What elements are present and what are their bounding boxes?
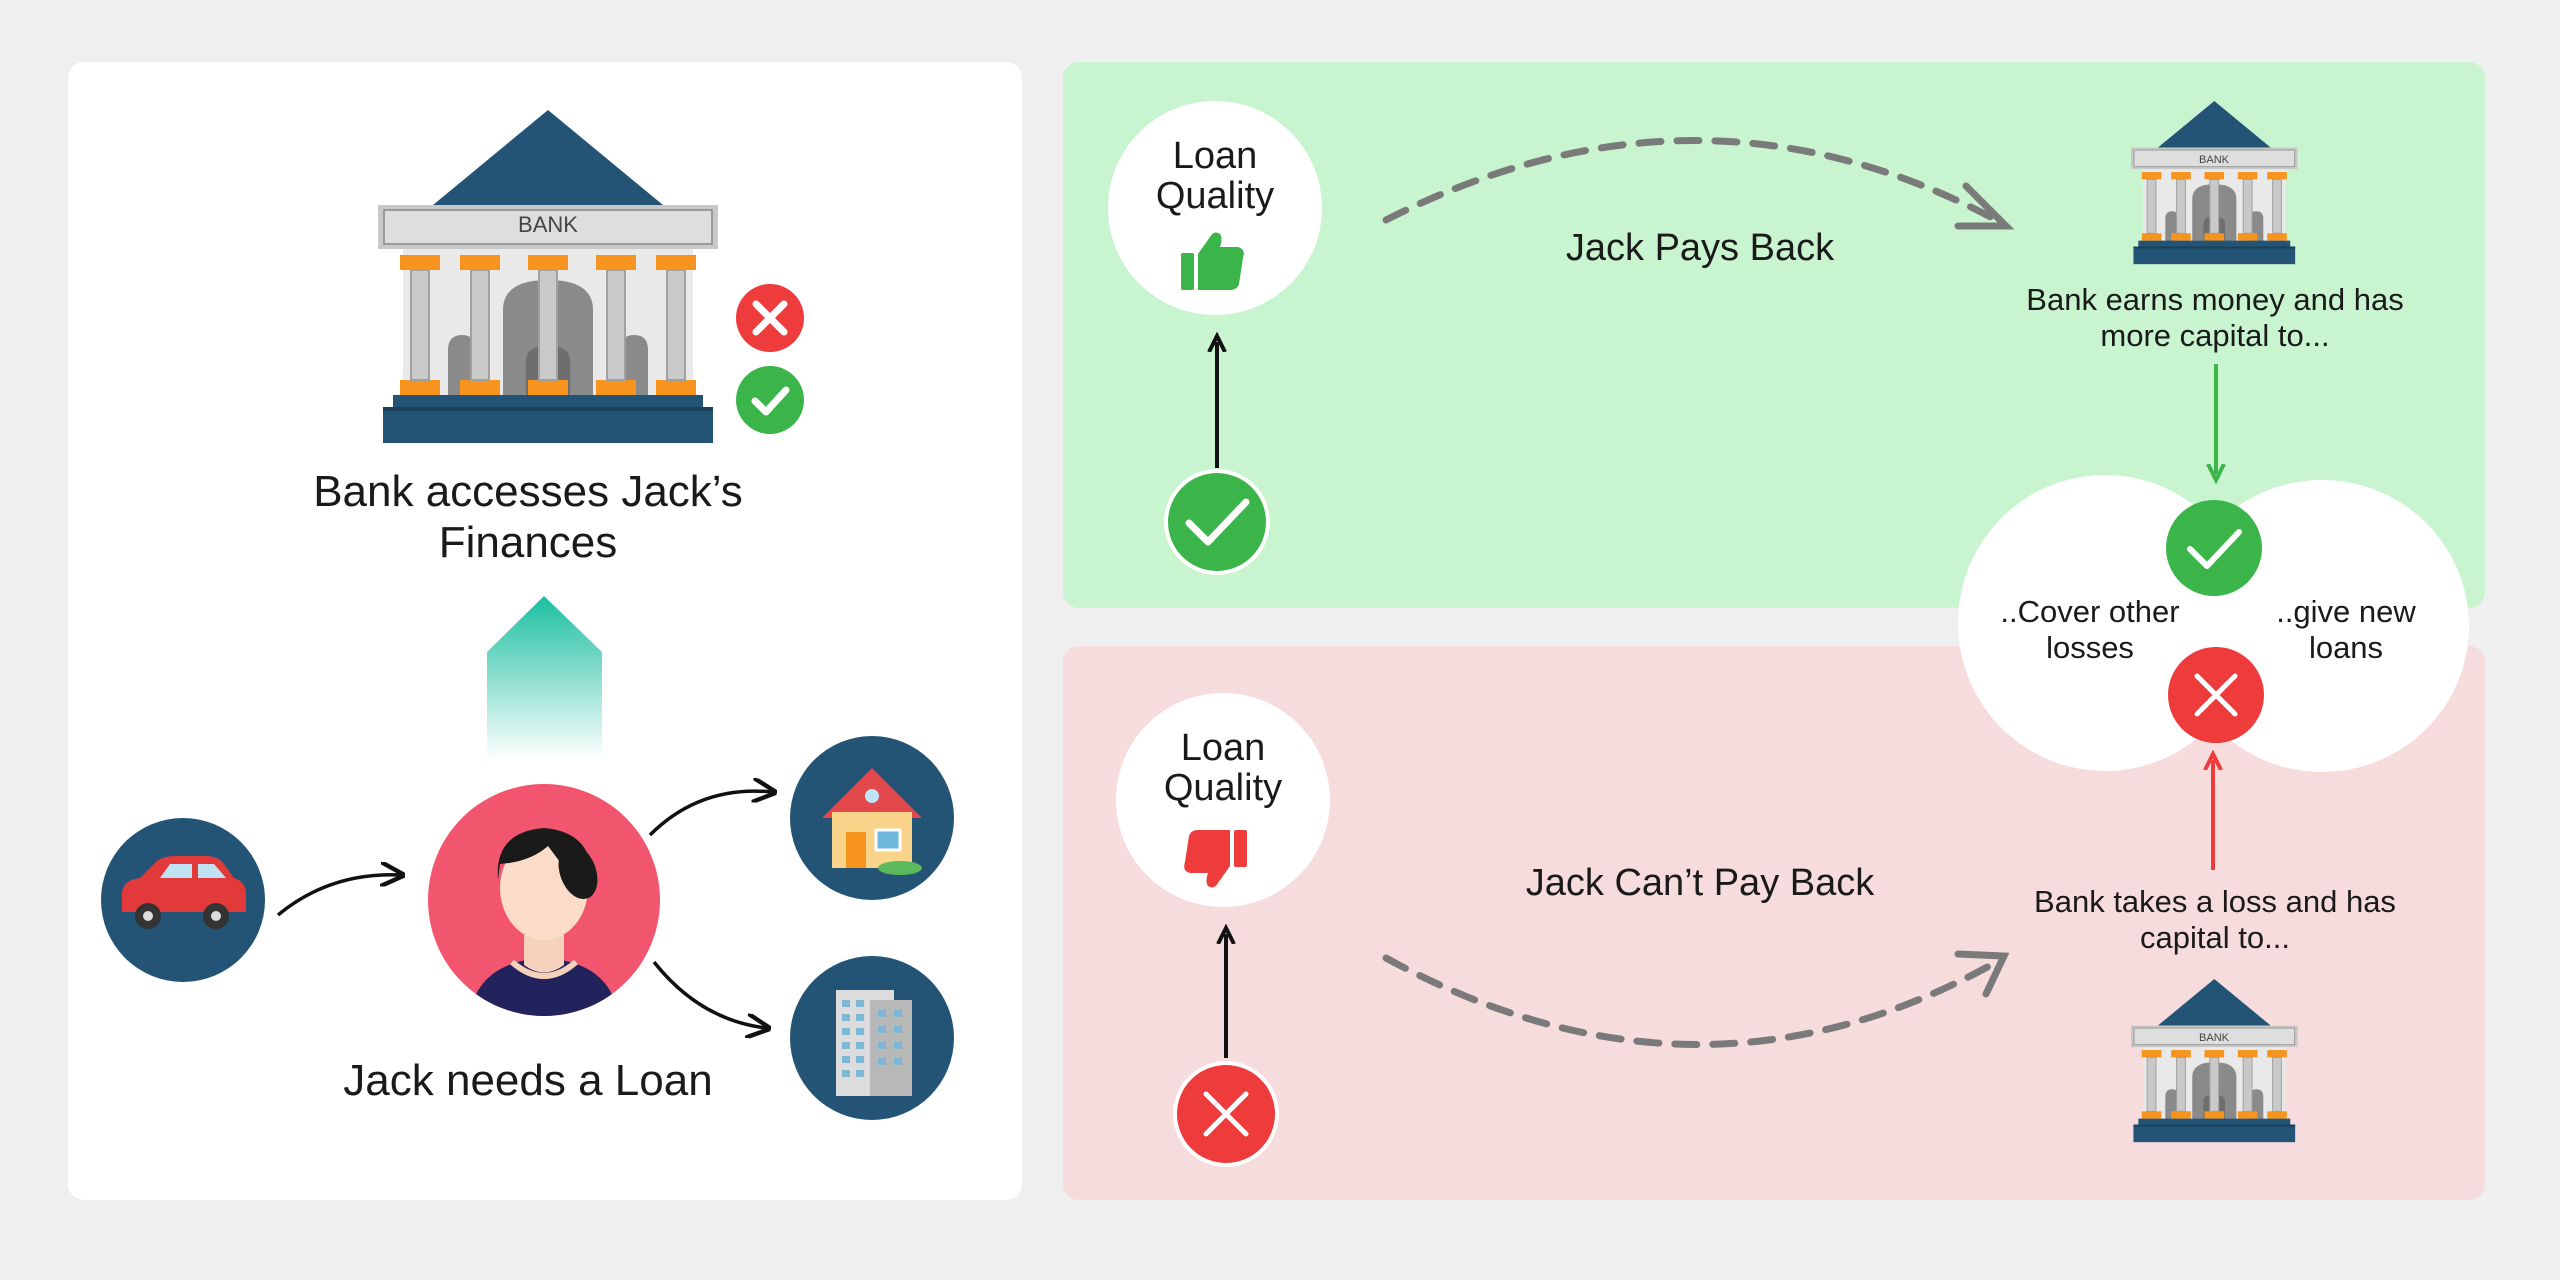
house-icon xyxy=(790,736,954,900)
close-icon xyxy=(2168,647,2264,743)
bank-sign-label: BANK xyxy=(2199,154,2230,166)
jack-avatar xyxy=(428,784,660,1016)
office-building-icon xyxy=(790,956,954,1120)
cover-losses-option: ..Cover other losses xyxy=(2000,594,2180,666)
pays-back-arrowhead xyxy=(1954,182,2015,230)
bank-icon-green: BANK xyxy=(2130,100,2299,265)
check-circle-icon xyxy=(1164,469,1270,575)
bank-icon-red: BANK xyxy=(2130,978,2299,1143)
check-icon xyxy=(2166,500,2262,596)
loan-quality-label-good: Loan Quality xyxy=(1155,135,1275,217)
pays-back-label: Jack Pays Back xyxy=(1565,227,1835,269)
thumbs-down-icon xyxy=(1184,830,1247,888)
bank-earns-caption: Bank earns money and has more capital to… xyxy=(2026,282,2404,354)
teal-up-arrow xyxy=(487,596,602,760)
bank-accesses-caption: Bank accesses Jack’s Finances xyxy=(313,467,743,568)
bank-sign-label: BANK xyxy=(518,212,578,237)
jack-to-building-arrow xyxy=(652,960,766,1028)
approve-icon xyxy=(736,366,804,434)
loan-quality-label-bad: Loan Quality xyxy=(1163,727,1283,809)
car-icon xyxy=(101,818,265,982)
car-to-jack-arrow xyxy=(276,875,400,917)
bank-icon-large: BANK xyxy=(377,109,719,444)
pays-back-dashed-arrow xyxy=(1382,137,2004,226)
jack-to-house-arrow xyxy=(648,791,772,837)
close-circle-icon xyxy=(1173,1061,1279,1167)
thumbs-up-icon xyxy=(1181,232,1244,290)
jack-needs-loan-caption: Jack needs a Loan xyxy=(343,1056,713,1105)
bank-sign-label: BANK xyxy=(2199,1032,2230,1044)
cant-pay-dashed-arrow xyxy=(1382,954,2004,1048)
give-new-loans-option: ..give new loans xyxy=(2276,594,2416,666)
reject-icon xyxy=(736,284,804,352)
loan-quality-bad-circle xyxy=(1116,693,1330,907)
cant-pay-arrowhead xyxy=(1954,950,2010,998)
loan-quality-good-circle xyxy=(1108,101,1322,315)
cant-pay-back-label: Jack Can’t Pay Back xyxy=(1525,862,1875,904)
bank-loss-caption: Bank takes a loss and has capital to... xyxy=(2034,884,2396,956)
